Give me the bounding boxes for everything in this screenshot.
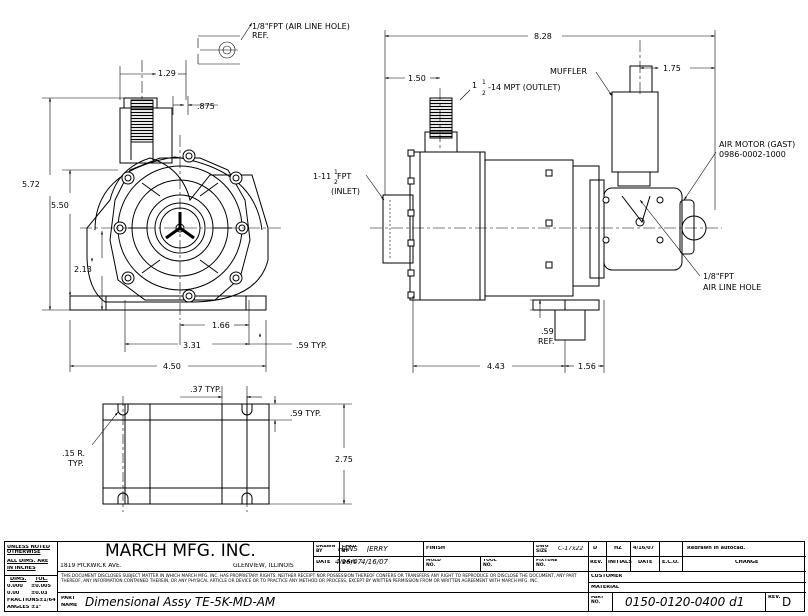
dim-ref2: REF. [538,337,554,346]
dim-4-50: 4.50 [163,362,181,371]
dim-4-43: 4.43 [487,362,505,371]
air-motor-label-2: 0986-0002-1000 [719,150,786,159]
dim-59-typ: .59 TYP. [296,341,327,350]
outlet-frac-num: 1 [482,79,486,86]
fixture-no-label: FIXTURE NO. [536,559,558,568]
dim-2-13: 2.13 [74,265,92,274]
muffler-label: MUFFLER [550,67,587,76]
side-view [370,40,722,341]
customer-label: CUSTOMER [591,574,623,579]
dwg-size-label: DWG SIZE [536,545,549,554]
dim-2-75: 2.75 [335,455,353,464]
rev-row-date: 4/16/07 [633,546,655,551]
part-number: 0150-0120-0400 d1 [625,596,745,608]
rev-row-change: Redrawn in autocad. [687,546,746,551]
dwg-size: C-17x22 [558,546,584,552]
chkd-by-label: CHKD BY [342,545,357,554]
tol-row2-val: ±0.03 [31,591,48,596]
rev-hdr-date: DATE [638,560,653,565]
air-line-side-1: 1/8"FPT [703,272,734,281]
drawn-date: 4/16/07 [335,559,362,566]
dim-1-75: 1.75 [663,64,681,73]
company-address: 1819 PICKWICK AVE. [60,563,122,569]
air-line-side-2: AIR LINE HOLE [703,283,761,292]
rev-hdr-rev: REV. [590,560,603,565]
name-label: NAME [61,603,78,608]
technical-drawing: 1/8"FPT (AIR LINE HOLE) REF. 1.29 .875 5… [22,22,795,512]
drawn-by-label: DRAWN BY [316,545,336,554]
outlet-whole: 1 [472,81,477,90]
inlet-label: (INLET) [331,187,360,196]
proprietary-notice: THIS DOCUMENT DISCLOSES SUBJECT MATTER I… [61,573,577,584]
rev-row-rev: D [593,546,598,551]
inlet-frac-num: 1 [334,169,338,176]
tol-row1-val: ±0.005 [31,584,52,589]
fractions-tol: FRACTIONS±1/64 [7,598,56,603]
dim-15-r: .15 R. [62,449,85,458]
drawn-by: HANS [338,546,358,553]
dim-typ: TYP. [67,459,84,468]
inlet-suffix: FPT [337,172,351,181]
rev-row-initials: HZ [614,546,622,551]
all-dims: ALL DIMS. ARE [7,559,49,564]
outlet-frac-den: 2 [482,90,486,97]
rev-hdr-change: CHANGE [735,560,759,565]
base-plate-view [102,396,270,512]
tol-row1-dim: 0.000 [7,584,23,589]
front-view-dimensions [42,22,292,372]
rev-hdr-eco: E.C.O. [662,560,679,565]
rev-letter: D [782,596,792,608]
angles-tol: ANGLES ±1° [7,605,42,610]
dims-label: DIMS. [10,577,27,582]
inlet-prefix: 1-11 [313,172,331,181]
part-label: PART [61,596,76,601]
front-view [69,60,282,320]
chkd-date-label: DATE [342,560,357,565]
dim-1-66: 1.66 [212,321,230,330]
inlet-frac-den: 2 [334,179,338,186]
chkd-date: 4/16/07 [361,559,388,566]
rev-label: REV. [768,595,781,600]
dim-59-typ2: .59 TYP. [290,409,321,418]
part-no-label: PART NO. [591,596,604,605]
material-label: MATERIAL [591,585,620,590]
dim-5-50: 5.50 [51,201,69,210]
unless-noted: UNLESS NOTED OTHERWISE [7,545,50,555]
rev-hdr-initials: INITIALS [608,560,632,565]
tool-no-label: TOOL NO. [483,559,497,568]
dim-5-72: 5.72 [22,180,40,189]
tol-row2-dim: 0.00 [7,591,20,596]
dim-1-56: 1.56 [578,362,596,371]
dim-37-typ: .37 TYP. [190,385,221,394]
part-name: Dimensional Assy TE-5K-MD-AM [85,596,276,608]
dim-ref-top: REF. [252,31,268,40]
dim-8-28: 8.28 [534,32,552,41]
dim-1-50: 1.50 [408,74,426,83]
base-plate-dimensions [91,386,352,505]
outlet-label: -14 MPT (OUTLET) [488,83,560,92]
chkd-by: JERRY [367,546,388,553]
dim-59: .59 [541,327,554,336]
company-city: GLENVIEW, ILLINOIS [233,563,294,569]
dim-875: .875 [197,102,215,111]
mold-no-label: MOLD NO. [426,559,441,568]
dim-3-31: 3.31 [183,341,201,350]
drawn-date-label: DATE [316,560,331,565]
dim-1-29: 1.29 [158,69,176,78]
side-view-dimensions [365,30,717,373]
finish-label: FINISH [426,546,446,551]
air-motor-label-1: AIR MOTOR (GAST) [719,140,795,149]
dim-air-line-hole-top: 1/8"FPT (AIR LINE HOLE) [252,22,350,31]
tol-label: TOL. [35,577,48,582]
company-name: MARCH MFG. INC. [105,543,256,560]
title-block: UNLESS NOTED OTHERWISE ALL DIMS. ARE IN … [4,541,806,612]
in-inches: IN INCHES [7,566,36,571]
